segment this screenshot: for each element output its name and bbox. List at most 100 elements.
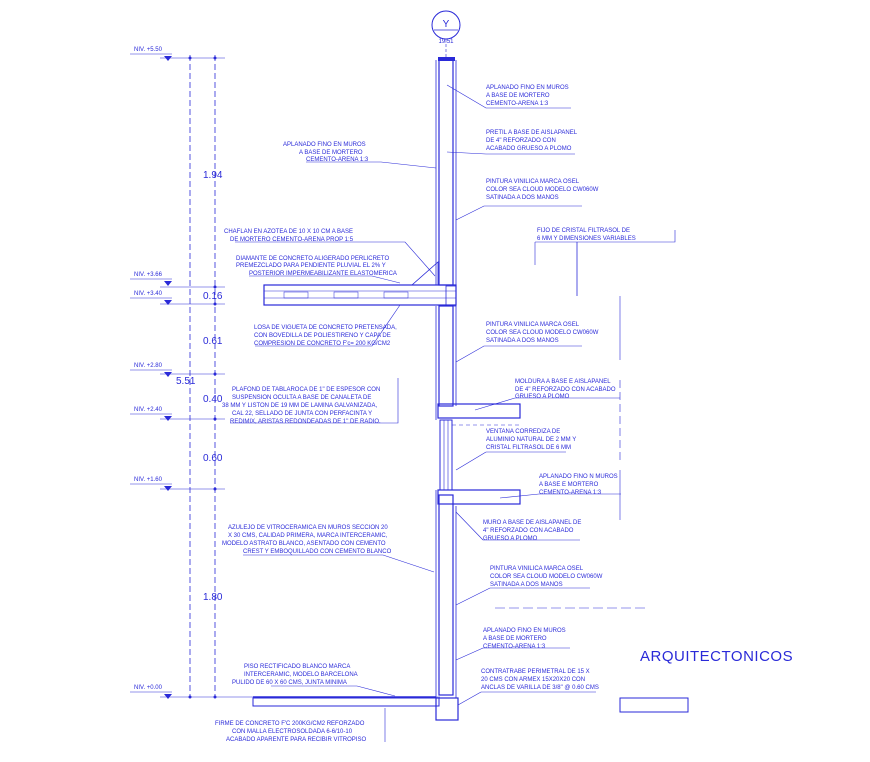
level-2-40: NIV. +2.40 xyxy=(134,407,163,413)
svg-text:PRETIL A BASE DE AISLAPANEL: PRETIL A BASE DE AISLAPANEL xyxy=(486,130,578,136)
svg-text:PINTURA VINILICA MARCA OSEL: PINTURA VINILICA MARCA OSEL xyxy=(486,179,580,185)
svg-text:SATINADA A DOS MANOS: SATINADA A DOS MANOS xyxy=(490,582,563,588)
svg-text:SUSPENSION OCULTA A BASE DE CA: SUSPENSION OCULTA A BASE DE CANALETA DE xyxy=(232,395,371,401)
dim-0-40: 0.40 xyxy=(203,394,223,405)
svg-text:DE 4" REFORZADO CON: DE 4" REFORZADO CON xyxy=(486,138,556,144)
level-1-60: NIV. +1.60 xyxy=(134,477,163,483)
sheet-title: ARQUITECTONICOS xyxy=(640,648,793,665)
svg-text:A BASE DE MORTERO: A BASE DE MORTERO xyxy=(299,150,363,156)
dim-total: 5.51 xyxy=(176,376,196,387)
svg-text:PULIDO DE 60 X 60 CMS, JUNTA M: PULIDO DE 60 X 60 CMS, JUNTA MINIMA xyxy=(232,680,347,686)
svg-text:DIAMANTE DE CONCRETO ALIGERADO: DIAMANTE DE CONCRETO ALIGERADO PERLICRET… xyxy=(236,256,389,262)
level-5-50: NIV. +5.50 xyxy=(134,47,163,53)
svg-text:COLOR SEA CLOUD MODELO CW060W: COLOR SEA CLOUD MODELO CW060W xyxy=(486,330,599,336)
level-3-40: NIV. +3.40 xyxy=(134,291,163,297)
svg-text:PLAFOND DE TABLAROCA DE 1" DE: PLAFOND DE TABLAROCA DE 1" DE ESPESOR CO… xyxy=(232,387,380,393)
level-0-00: NIV. +0.00 xyxy=(134,685,163,691)
svg-text:APLANADO FINO N MUROS: APLANADO FINO N MUROS xyxy=(539,474,618,480)
svg-text:INTERCERAMIC, MODELO BARCELONA: INTERCERAMIC, MODELO BARCELONA xyxy=(244,672,358,678)
svg-text:ANCLAS DE VARILLA DE 3/8" @ 0.: ANCLAS DE VARILLA DE 3/8" @ 0.60 CMS xyxy=(481,685,599,691)
axis-value: 19.51 xyxy=(438,39,454,45)
note-contratrabe: CONTRATRABE PERIMETRAL DE 15 X 20 CMS CO… xyxy=(481,669,599,691)
svg-text:MOLDURA A BASE E AISLAPANEL: MOLDURA A BASE E AISLAPANEL xyxy=(515,379,611,385)
svg-text:ACABADO APARENTE PARA RECIBIR: ACABADO APARENTE PARA RECIBIR VITROPISO xyxy=(226,737,366,743)
svg-text:ALUMINIO NATURAL DE 2 MM Y: ALUMINIO NATURAL DE 2 MM Y xyxy=(486,437,576,443)
svg-text:38 MM Y LISTON DE 19 MM DE LAM: 38 MM Y LISTON DE 19 MM DE LAMINA GALVAN… xyxy=(222,403,377,409)
note-pretil: PRETIL A BASE DE AISLAPANEL DE 4" REFORZ… xyxy=(486,130,578,152)
svg-text:CON MALLA ELECTROSOLDADA 6-6/1: CON MALLA ELECTROSOLDADA 6-6/10-10 xyxy=(232,729,353,735)
svg-text:PISO RECTIFICADO BLANCO MARCA: PISO RECTIFICADO BLANCO MARCA xyxy=(244,664,350,670)
svg-text:APLANADO FINO EN MUROS: APLANADO FINO EN MUROS xyxy=(486,85,569,91)
note-muro: MURO A BASE DE AISLAPANEL DE 4" REFORZAD… xyxy=(483,520,581,542)
svg-text:REDIMIX, ARISTAS REDONDEADAS D: REDIMIX, ARISTAS REDONDEADAS DE 1" DE RA… xyxy=(230,419,381,425)
note-aplanado-bottom: APLANADO FINO EN MUROS A BASE DE MORTERO… xyxy=(483,628,566,650)
svg-text:COLOR SEA CLOUD MODELO CW060W: COLOR SEA CLOUD MODELO CW060W xyxy=(490,574,603,580)
dim-1-94: 1.94 xyxy=(203,170,223,181)
svg-text:FIJO DE CRISTAL FILTRASOL DE: FIJO DE CRISTAL FILTRASOL DE xyxy=(537,228,630,234)
dim-0-16: 0.16 xyxy=(203,291,223,302)
svg-text:X 30 CMS, CALIDAD PRIMERA, MAR: X 30 CMS, CALIDAD PRIMERA, MARCA INTERCE… xyxy=(228,533,388,539)
svg-text:4" REFORZADO CON ACABADO: 4" REFORZADO CON ACABADO xyxy=(483,528,574,534)
note-pintura-3: PINTURA VINILICA MARCA OSEL COLOR SEA CL… xyxy=(490,566,603,588)
note-piso: PISO RECTIFICADO BLANCO MARCA INTERCERAM… xyxy=(232,664,358,686)
svg-text:DE MORTERO CEMENTO-ARENA PROP: DE MORTERO CEMENTO-ARENA PROP 1:5 xyxy=(230,237,354,243)
svg-text:GRUESO A PLOMO: GRUESO A PLOMO xyxy=(483,536,538,542)
svg-text:SATINADA A DOS MANOS: SATINADA A DOS MANOS xyxy=(486,338,559,344)
wall-section xyxy=(252,57,689,721)
note-azulejo: AZULEJO DE VITROCERAMICA EN MUROS SECCIO… xyxy=(222,525,392,555)
svg-text:LOSA DE VIGUETA DE CONCRETO PR: LOSA DE VIGUETA DE CONCRETO PRETENSADA, xyxy=(254,325,397,331)
dim-1-80: 1.80 xyxy=(203,592,223,603)
svg-text:AZULEJO DE VITROCERAMICA EN MU: AZULEJO DE VITROCERAMICA EN MUROS SECCIO… xyxy=(228,525,388,531)
svg-text:POSTERIOR IMPERMEABILIZANTE EL: POSTERIOR IMPERMEABILIZANTE ELASTOMERICA xyxy=(249,271,397,277)
svg-text:APLANADO FINO EN MUROS: APLANADO FINO EN MUROS xyxy=(283,142,366,148)
svg-text:CAL 22, SELLADO DE JUNTA CON P: CAL 22, SELLADO DE JUNTA CON PERFACINTA … xyxy=(232,411,372,417)
note-pintura-2: PINTURA VINILICA MARCA OSEL COLOR SEA CL… xyxy=(486,322,599,344)
svg-text:A BASE DE MORTERO: A BASE DE MORTERO xyxy=(486,93,550,99)
note-aplanado-left: APLANADO FINO EN MUROS A BASE DE MORTERO… xyxy=(283,142,369,163)
svg-text:6 MM Y DIMENSIONES VARIABLES: 6 MM Y DIMENSIONES VARIABLES xyxy=(537,236,636,242)
svg-text:GRUESO A PLOMO: GRUESO A PLOMO xyxy=(515,394,570,400)
svg-text:FIRME DE CONCRETO F'C 200KG/CM: FIRME DE CONCRETO F'C 200KG/CM2 REFORZAD… xyxy=(215,721,365,727)
svg-text:20 CMS CON ARMEX 15X20X20 CON: 20 CMS CON ARMEX 15X20X20 CON xyxy=(481,677,585,683)
svg-text:CEMENTO-ARENA 1:3: CEMENTO-ARENA 1:3 xyxy=(483,644,546,650)
note-aplanado-top: APLANADO FINO EN MUROS A BASE DE MORTERO… xyxy=(486,85,569,107)
svg-text:MURO A BASE DE AISLAPANEL DE: MURO A BASE DE AISLAPANEL DE xyxy=(483,520,581,526)
axis-id: Y xyxy=(443,19,450,30)
level-3-66: NIV. +3.66 xyxy=(134,272,163,278)
note-charlan: CHAFLAN EN AZOTEA DE 10 X 10 CM A BASE D… xyxy=(224,229,354,243)
dim-0-61: 0.61 xyxy=(203,336,223,347)
svg-text:SATINADA A DOS MANOS: SATINADA A DOS MANOS xyxy=(486,195,559,201)
note-firme: FIRME DE CONCRETO F'C 200KG/CM2 REFORZAD… xyxy=(215,721,366,743)
note-pintura-1: PINTURA VINILICA MARCA OSEL COLOR SEA CL… xyxy=(486,179,599,201)
svg-text:VENTANA CORREDIZA DE: VENTANA CORREDIZA DE xyxy=(486,429,560,435)
svg-text:CEMENTO-ARENA 1:3: CEMENTO-ARENA 1:3 xyxy=(486,101,549,107)
svg-text:CEMENTO-ARENA 1:3: CEMENTO-ARENA 1:3 xyxy=(539,490,602,496)
svg-text:PREMEZCLADO PARA PENDIENTE PLU: PREMEZCLADO PARA PENDIENTE PLUVIAL EL 2%… xyxy=(236,263,386,269)
svg-text:CRISTAL FILTRASOL DE 6 MM: CRISTAL FILTRASOL DE 6 MM xyxy=(486,445,571,451)
note-plafond: PLAFOND DE TABLAROCA DE 1" DE ESPESOR CO… xyxy=(222,387,381,425)
level-2-80: NIV. +2.80 xyxy=(134,363,163,369)
svg-text:COMPRESION DE CONCRETO F'c= 20: COMPRESION DE CONCRETO F'c= 200 KG/CM2 xyxy=(254,341,391,347)
svg-text:CREST Y EMBOQUILLADO CON CEMEN: CREST Y EMBOQUILLADO CON CEMENTO BLANCO xyxy=(243,549,392,555)
axis-marker: Y 19.51 xyxy=(431,10,461,60)
svg-text:COLOR SEA CLOUD MODELO CW060W: COLOR SEA CLOUD MODELO CW060W xyxy=(486,187,599,193)
svg-text:APLANADO FINO EN MUROS: APLANADO FINO EN MUROS xyxy=(483,628,566,634)
note-aplanado-mid: APLANADO FINO N MUROS A BASE E MORTERO C… xyxy=(539,474,618,496)
note-fijo: FIJO DE CRISTAL FILTRASOL DE 6 MM Y DIME… xyxy=(537,228,636,242)
svg-text:PINTURA VINILICA MARCA OSEL: PINTURA VINILICA MARCA OSEL xyxy=(490,566,584,572)
svg-text:ACABADO GRUESO A PLOMO: ACABADO GRUESO A PLOMO xyxy=(486,146,572,152)
level-markers xyxy=(130,53,172,699)
note-moldura: MOLDURA A BASE E AISLAPANEL DE 4" REFORZ… xyxy=(515,379,616,400)
note-losa: LOSA DE VIGUETA DE CONCRETO PRETENSADA, … xyxy=(254,325,397,347)
svg-text:CONTRATRABE PERIMETRAL DE 15 X: CONTRATRABE PERIMETRAL DE 15 X xyxy=(481,669,590,675)
note-diamante: DIAMANTE DE CONCRETO ALIGERADO PERLICRET… xyxy=(236,256,397,277)
svg-text:A BASE E MORTERO: A BASE E MORTERO xyxy=(539,482,599,488)
svg-text:CEMENTO-ARENA 1:3: CEMENTO-ARENA 1:3 xyxy=(306,157,369,163)
svg-text:CHAFLAN EN AZOTEA DE 10 X 10 C: CHAFLAN EN AZOTEA DE 10 X 10 CM A BASE xyxy=(224,229,353,235)
leader-lines xyxy=(230,84,676,742)
svg-text:CON BOVEDILLA DE POLIESTIRENO: CON BOVEDILLA DE POLIESTIRENO Y CAPA DE xyxy=(254,333,391,339)
svg-text:MODELO ASTRATO BLANCO, ASENTAD: MODELO ASTRATO BLANCO, ASENTADO CON CEME… xyxy=(222,541,386,547)
svg-text:DE 4" REFORZADO CON ACABADO: DE 4" REFORZADO CON ACABADO xyxy=(515,387,616,393)
svg-text:A BASE DE MORTERO: A BASE DE MORTERO xyxy=(483,636,547,642)
